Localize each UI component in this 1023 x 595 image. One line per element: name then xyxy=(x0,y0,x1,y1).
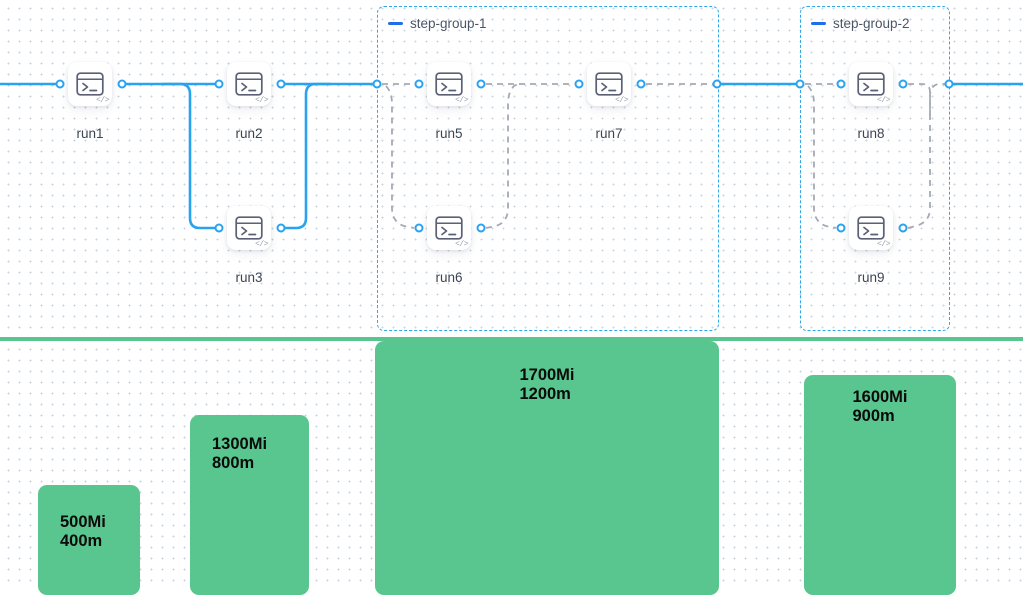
group-step-group-2[interactable]: step-group-2 xyxy=(800,6,950,331)
node-label-run9: run9 xyxy=(857,270,885,285)
bar-memory-value: 1600Mi xyxy=(852,388,908,406)
node-label-run5: run5 xyxy=(435,126,463,141)
terminal-icon xyxy=(235,216,263,240)
port-run9-out[interactable] xyxy=(898,223,908,233)
bar-cpu-value: 800m xyxy=(212,454,255,472)
port-group1-out[interactable] xyxy=(712,79,722,89)
resource-bar-2[interactable]: 1300Mi 800m xyxy=(190,415,309,595)
port-group2-in[interactable] xyxy=(795,79,805,89)
port-run5-in[interactable] xyxy=(414,79,424,89)
terminal-icon xyxy=(857,72,885,96)
port-run2-out[interactable] xyxy=(276,79,286,89)
node-run5[interactable]: </> xyxy=(427,62,471,106)
terminal-icon xyxy=(435,72,463,96)
resource-bar-3[interactable]: 1700Mi 1200m xyxy=(375,341,719,595)
node-label-run1: run1 xyxy=(76,126,104,141)
resource-bar-4[interactable]: 1600Mi 900m xyxy=(804,375,956,595)
terminal-icon xyxy=(857,216,885,240)
port-run6-out[interactable] xyxy=(476,223,486,233)
port-group1-in[interactable] xyxy=(372,79,382,89)
node-label-run3: run3 xyxy=(235,270,263,285)
node-label-run8: run8 xyxy=(857,126,885,141)
bar-memory-value: 500Mi xyxy=(60,513,106,531)
terminal-icon xyxy=(235,72,263,96)
node-run3[interactable]: </> xyxy=(227,206,271,250)
node-run7[interactable]: </> xyxy=(587,62,631,106)
port-run9-in[interactable] xyxy=(836,223,846,233)
node-label-run7: run7 xyxy=(595,126,623,141)
port-run3-out[interactable] xyxy=(276,223,286,233)
edge-run3-to-group1-riser xyxy=(283,82,332,230)
green-divider xyxy=(0,337,1023,341)
port-run1-in[interactable] xyxy=(55,79,65,89)
port-group2-out[interactable] xyxy=(944,79,954,89)
node-label-run2: run2 xyxy=(235,126,263,141)
group-step-group-1[interactable]: step-group-1 xyxy=(377,6,719,331)
code-badge-icon: </> xyxy=(255,240,268,249)
code-badge-icon: </> xyxy=(615,96,628,105)
bar-cpu-value: 400m xyxy=(60,532,103,550)
code-badge-icon: </> xyxy=(877,96,890,105)
group-label-step-group-2: step-group-2 xyxy=(811,16,910,31)
group-title: step-group-2 xyxy=(833,16,910,31)
node-run9[interactable]: </> xyxy=(849,206,893,250)
code-badge-icon: </> xyxy=(96,96,109,105)
node-run1[interactable]: </> xyxy=(68,62,112,106)
port-run7-in[interactable] xyxy=(574,79,584,89)
port-run1-out[interactable] xyxy=(117,79,127,89)
port-run8-out[interactable] xyxy=(898,79,908,89)
node-run2[interactable]: </> xyxy=(227,62,271,106)
port-run2-in[interactable] xyxy=(214,79,224,89)
port-run5-out[interactable] xyxy=(476,79,486,89)
bar-cpu-value: 1200m xyxy=(519,385,571,403)
port-run6-in[interactable] xyxy=(414,223,424,233)
node-run6[interactable]: </> xyxy=(427,206,471,250)
bar-memory-value: 1700Mi xyxy=(519,366,575,384)
port-run3-in[interactable] xyxy=(214,223,224,233)
code-badge-icon: </> xyxy=(255,96,268,105)
collapse-dash-icon[interactable] xyxy=(388,22,403,25)
code-badge-icon: </> xyxy=(455,240,468,249)
port-run8-in[interactable] xyxy=(836,79,846,89)
terminal-icon xyxy=(435,216,463,240)
resource-bar-1[interactable]: 500Mi 400m xyxy=(38,485,140,595)
code-badge-icon: </> xyxy=(455,96,468,105)
node-label-run6: run6 xyxy=(435,270,463,285)
terminal-icon xyxy=(76,72,104,96)
edge-run1-branch-to-run3 xyxy=(161,82,217,230)
group-title: step-group-1 xyxy=(410,16,487,31)
bar-cpu-value: 900m xyxy=(852,407,895,425)
terminal-icon xyxy=(595,72,623,96)
collapse-dash-icon[interactable] xyxy=(811,22,826,25)
group-label-step-group-1: step-group-1 xyxy=(388,16,487,31)
node-run8[interactable]: </> xyxy=(849,62,893,106)
port-run7-out[interactable] xyxy=(636,79,646,89)
code-badge-icon: </> xyxy=(877,240,890,249)
bar-memory-value: 1300Mi xyxy=(212,435,268,453)
